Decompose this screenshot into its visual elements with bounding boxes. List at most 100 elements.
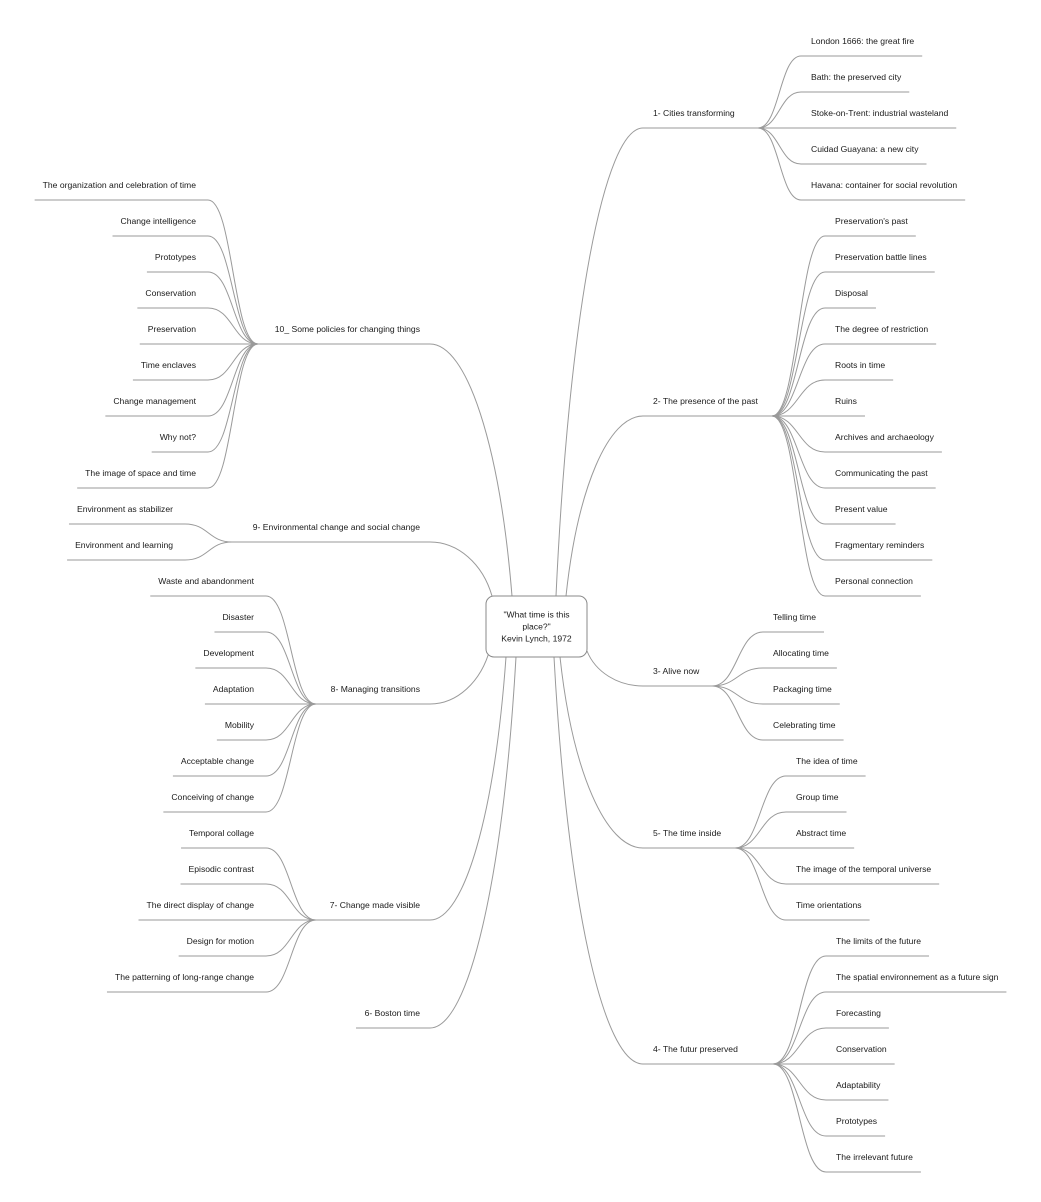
- branch-8-child-mobility[interactable]: Mobility: [225, 720, 255, 730]
- branch-6-child-connector: [207, 235, 259, 345]
- branch-1-child-bath-the-preserved-city[interactable]: Bath: the preserved city: [811, 72, 902, 82]
- branch-8-label[interactable]: 8- Managing transitions: [331, 684, 420, 694]
- branch-8-child-connector: [265, 703, 317, 777]
- branch-4-child-abstract-time[interactable]: Abstract time: [796, 828, 846, 838]
- branch-6-child-change-intelligence[interactable]: Change intelligence: [121, 216, 197, 226]
- branch-2-child-the-degree-of-restriction[interactable]: The degree of restriction: [835, 324, 928, 334]
- branch-6-child-connector: [207, 343, 259, 489]
- branch-6-child-why-not[interactable]: Why not?: [160, 432, 197, 442]
- branch-3-child-telling-time[interactable]: Telling time: [773, 612, 816, 622]
- branch-2-child-preservation-battle-lines[interactable]: Preservation battle lines: [835, 252, 927, 262]
- branch-8-child-conceiving-of-change[interactable]: Conceiving of change: [171, 792, 254, 802]
- branch-7-connector: [429, 541, 493, 597]
- branch-4-child-the-idea-of-time[interactable]: The idea of time: [796, 756, 858, 766]
- branch-5-child-forecasting[interactable]: Forecasting: [836, 1008, 881, 1018]
- branch-9-child-design-for-motion[interactable]: Design for motion: [187, 936, 255, 946]
- branch-1-label[interactable]: 1- Cities transforming: [653, 108, 735, 118]
- branch-2-child-personal-connection[interactable]: Personal connection: [835, 576, 913, 586]
- branch-5-child-connector: [772, 1063, 827, 1101]
- branch-5-child-conservation[interactable]: Conservation: [836, 1044, 887, 1054]
- branch-1-child-london-1666-the-great-fire[interactable]: London 1666: the great fire: [811, 36, 914, 46]
- branch-4-child-time-orientations[interactable]: Time orientations: [796, 900, 862, 910]
- branch-4-child-connector: [734, 847, 787, 885]
- branch-7-child-environment-as-stabilizer[interactable]: Environment as stabilizer: [77, 504, 173, 514]
- branch-6-connector: [429, 343, 513, 597]
- branch-9-child-temporal-collage[interactable]: Temporal collage: [189, 828, 254, 838]
- branch-2-child-disposal[interactable]: Disposal: [835, 288, 868, 298]
- branch-5-child-connector: [772, 1063, 827, 1173]
- branch-4-label[interactable]: 5- The time inside: [653, 828, 721, 838]
- branch-9-child-episodic-contrast[interactable]: Episodic contrast: [189, 864, 255, 874]
- branch-6-label[interactable]: 10_ Some policies for changing things: [275, 324, 420, 334]
- branch-8-child-waste-and-abandonment[interactable]: Waste and abandonment: [158, 576, 254, 586]
- branch-4-child-the-image-of-the-temporal-universe[interactable]: The image of the temporal universe: [796, 864, 931, 874]
- branch-2-child-present-value[interactable]: Present value: [835, 504, 888, 514]
- branch-6-child-connector: [207, 199, 259, 345]
- branch-7-child-connector: [184, 523, 233, 543]
- branch-10-label[interactable]: 6- Boston time: [365, 1008, 421, 1018]
- branch-2-child-connector: [771, 415, 826, 597]
- branch-5-child-the-irrelevant-future[interactable]: The irrelevant future: [836, 1152, 913, 1162]
- branch-2-child-connector: [771, 271, 826, 417]
- branch-9-child-the-patterning-of-long-range-change[interactable]: The patterning of long-range change: [115, 972, 254, 982]
- branch-6-child-change-management[interactable]: Change management: [113, 396, 196, 406]
- branch-5-child-adaptability[interactable]: Adaptability: [836, 1080, 881, 1090]
- branch-3-label[interactable]: 3- Alive now: [653, 666, 700, 676]
- branch-7-label[interactable]: 9- Environmental change and social chang…: [253, 522, 420, 532]
- branch-1-child-havana-container-for-social-revolution[interactable]: Havana: container for social revolution: [811, 180, 957, 190]
- branch-8-child-connector: [265, 631, 317, 705]
- root-title-line-1: "What time is this: [503, 610, 569, 620]
- branch-5-label[interactable]: 4- The futur preserved: [653, 1044, 738, 1054]
- branch-2-child-roots-in-time[interactable]: Roots in time: [835, 360, 885, 370]
- branch-6-child-time-enclaves[interactable]: Time enclaves: [141, 360, 196, 370]
- branch-2-child-communicating-the-past[interactable]: Communicating the past: [835, 468, 928, 478]
- branch-2-child-connector: [771, 415, 826, 561]
- branch-5-child-connector: [772, 1063, 827, 1137]
- branch-8-child-adaptation[interactable]: Adaptation: [213, 684, 254, 694]
- branch-1-child-stoke-on-trent-industrial-wasteland[interactable]: Stoke-on-Trent: industrial wasteland: [811, 108, 948, 118]
- branch-4-child-connector: [734, 847, 787, 921]
- branch-7-child-environment-and-learning[interactable]: Environment and learning: [75, 540, 173, 550]
- branch-9-label[interactable]: 7- Change made visible: [330, 900, 421, 910]
- branch-7-child-connector: [184, 541, 233, 561]
- branch-8-child-acceptable-change[interactable]: Acceptable change: [181, 756, 254, 766]
- branch-2-child-connector: [771, 415, 826, 489]
- branch-2-label[interactable]: 2- The presence of the past: [653, 396, 759, 406]
- branch-5-child-prototypes[interactable]: Prototypes: [836, 1116, 877, 1126]
- branch-6-child-preservation[interactable]: Preservation: [148, 324, 196, 334]
- branch-6-child-the-organization-and-celebration-of-time[interactable]: The organization and celebration of time: [43, 180, 197, 190]
- branch-2-child-connector: [771, 343, 826, 417]
- branch-2-child-connector: [771, 415, 826, 453]
- root-node[interactable]: "What time is this place?" Kevin Lynch, …: [485, 595, 588, 658]
- branch-2-child-ruins[interactable]: Ruins: [835, 396, 857, 406]
- branch-2-child-archives-and-archaeology[interactable]: Archives and archaeology: [835, 432, 935, 442]
- branch-9-child-connector: [265, 919, 317, 993]
- branch-2-child-connector: [771, 235, 826, 417]
- connector-lines: [184, 55, 827, 1173]
- branch-8-child-connector: [265, 667, 317, 705]
- branch-1-child-cuidad-guayana-a-new-city[interactable]: Cuidad Guayana: a new city: [811, 144, 919, 154]
- branch-9-child-the-direct-display-of-change[interactable]: The direct display of change: [147, 900, 255, 910]
- branch-5-child-the-spatial-environnement-as-a-future-si[interactable]: The spatial environnement as a future si…: [836, 972, 999, 982]
- branch-6-child-connector: [207, 343, 259, 381]
- branch-3-connector: [586, 650, 644, 687]
- root-node-box: [485, 595, 588, 658]
- branch-4-child-group-time[interactable]: Group time: [796, 792, 839, 802]
- branch-9-child-connector: [265, 883, 317, 921]
- branch-3-child-celebrating-time[interactable]: Celebrating time: [773, 720, 836, 730]
- branch-5-child-the-limits-of-the-future[interactable]: The limits of the future: [836, 936, 921, 946]
- branch-1-child-connector: [757, 127, 802, 201]
- branch-6-child-conservation[interactable]: Conservation: [145, 288, 196, 298]
- branch-6-child-prototypes[interactable]: Prototypes: [155, 252, 196, 262]
- branch-6-child-the-image-of-space-and-time[interactable]: The image of space and time: [85, 468, 196, 478]
- branch-3-child-connector: [711, 685, 764, 741]
- branch-8-child-development[interactable]: Development: [203, 648, 254, 658]
- branch-8-child-disaster[interactable]: Disaster: [222, 612, 254, 622]
- branch-3-child-packaging-time[interactable]: Packaging time: [773, 684, 832, 694]
- branch-9-child-connector: [265, 919, 317, 957]
- branch-2-child-connector: [771, 415, 826, 525]
- branch-2-child-fragmentary-reminders[interactable]: Fragmentary reminders: [835, 540, 924, 550]
- branch-2-child-preservation-s-past[interactable]: Preservation's past: [835, 216, 908, 226]
- branch-3-child-allocating-time[interactable]: Allocating time: [773, 648, 829, 658]
